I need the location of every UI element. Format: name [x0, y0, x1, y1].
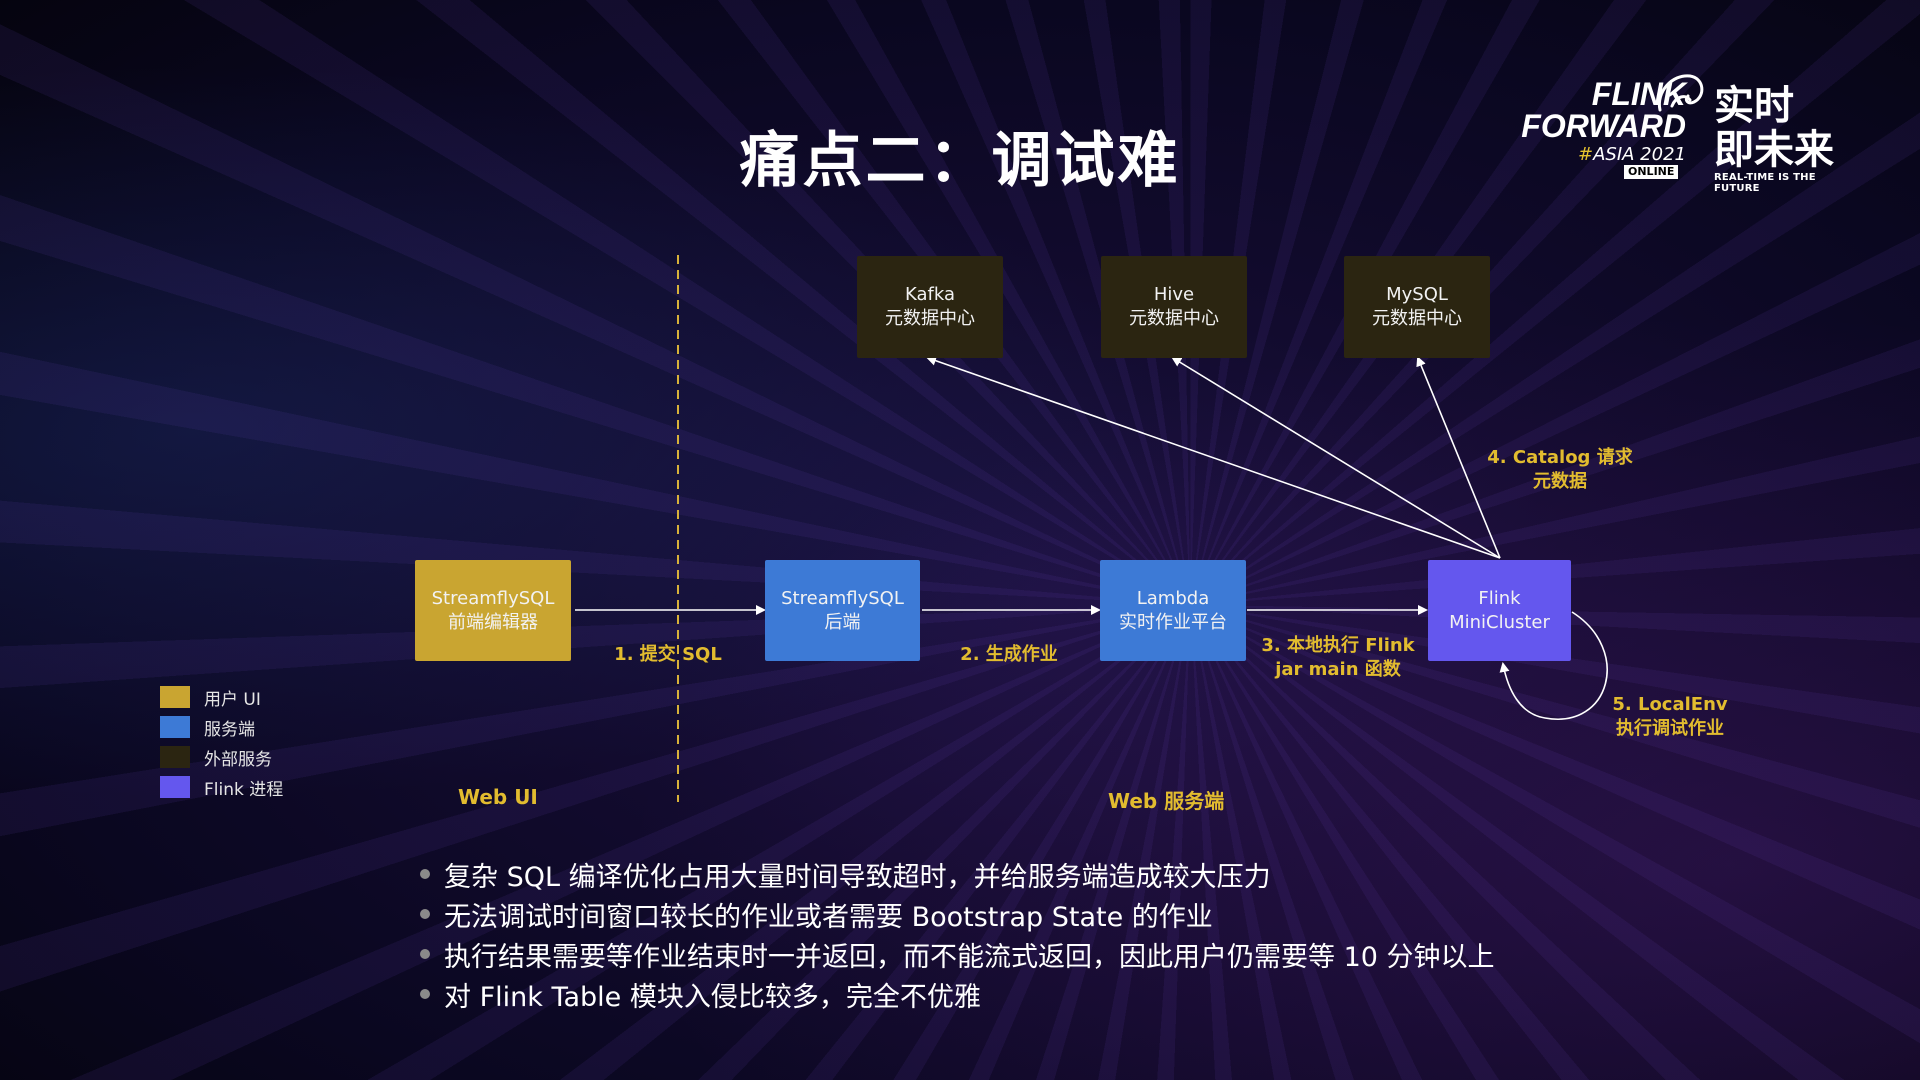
hive-box-title: Hive — [1153, 284, 1195, 305]
bullet-dot-icon — [420, 909, 430, 919]
list-item: 执行结果需要等作业结束时一并返回，而不能流式返回，因此用户仍需要等 10 分钟以… — [420, 934, 1495, 974]
frontend-box-title: StreamflySQL — [431, 587, 555, 609]
step3-line2: jar main 函数 — [1275, 659, 1401, 680]
flink-box-subtitle: MiniCluster — [1449, 611, 1550, 633]
list-item: 对 Flink Table 模块入侵比较多，完全不优雅 — [420, 974, 1495, 1014]
streamflysql-backend-box: StreamflySQL 后端 — [765, 560, 920, 661]
step2-label: 2. 生成作业 — [960, 644, 1058, 665]
zone-label-web-ui: Web UI — [458, 785, 538, 809]
legend-label: 服务端 — [204, 719, 255, 740]
bullet-dot-icon — [420, 869, 430, 879]
legend-label: Flink 进程 — [204, 779, 284, 800]
hive-box-subtitle: 元数据中心 — [1129, 308, 1219, 329]
frontend-box-subtitle: 前端编辑器 — [448, 611, 538, 633]
logo-online-badge: ONLINE — [1624, 165, 1679, 179]
legend-swatch-external — [160, 746, 190, 768]
step3-line1: 3. 本地执行 Flink — [1261, 635, 1415, 656]
mysql-box-subtitle: 元数据中心 — [1372, 308, 1462, 329]
kafka-metadata-box: Kafka 元数据中心 — [857, 256, 1003, 358]
legend-swatch-server — [160, 716, 190, 738]
step1-label: 1. 提交 SQL — [614, 644, 722, 665]
backend-box-title: StreamflySQL — [781, 587, 904, 609]
logo-hash: # — [1578, 144, 1594, 165]
kafka-box-subtitle: 元数据中心 — [885, 308, 975, 329]
step5-label: 5. LocalEnv 执行调试作业 — [1600, 693, 1740, 741]
logo-tagline: REAL-TIME IS THE FUTURE — [1714, 172, 1816, 194]
legend-swatch-flink — [160, 776, 190, 798]
flink-box-title: Flink — [1478, 587, 1521, 609]
arrow-flink-to-kafka — [926, 355, 1501, 559]
bullet-text: 执行结果需要等作业结束时一并返回，而不能流式返回，因此用户仍需要等 10 分钟以… — [444, 941, 1495, 973]
pain-points-list: 复杂 SQL 编译优化占用大量时间导致超时，并给服务端造成较大压力 无法调试时间… — [420, 854, 1495, 1014]
lambda-platform-box: Lambda 实时作业平台 — [1100, 560, 1246, 661]
legend-item-user-ui: 用户 UI — [160, 682, 283, 712]
mysql-box-title: MySQL — [1386, 284, 1448, 305]
legend-swatch-user-ui — [160, 686, 190, 708]
step4-label: 4. Catalog 请求 元数据 — [1480, 446, 1640, 494]
legend: 用户 UI 服务端 外部服务 Flink 进程 — [160, 682, 283, 802]
legend-item-external: 外部服务 — [160, 742, 283, 772]
backend-box-subtitle: 后端 — [824, 611, 861, 633]
lambda-box-title: Lambda — [1136, 587, 1210, 609]
logo-asia-2021: #ASIA 2021 — [1560, 144, 1686, 165]
logo-asia-text: ASIA 2021 — [1593, 144, 1686, 165]
logo-line-forward: FORWARD — [1521, 108, 1686, 144]
arrow-flink-to-mysql — [1416, 356, 1501, 559]
flink-forward-logo: FLINK FORWARD #ASIA 2021 ONLINE 实时 即未来 R… — [1500, 68, 1850, 194]
lambda-box-subtitle: 实时作业平台 — [1119, 611, 1227, 633]
hive-metadata-box: Hive 元数据中心 — [1101, 256, 1247, 358]
legend-item-server: 服务端 — [160, 712, 283, 742]
logo-chinese-slogan: 实时 即未来 — [1714, 84, 1834, 172]
bullet-text: 对 Flink Table 模块入侵比较多，完全不优雅 — [444, 981, 981, 1013]
zone-label-web-server: Web 服务端 — [1108, 789, 1225, 813]
arrow-flink-to-hive — [1171, 356, 1501, 559]
bullet-dot-icon — [420, 949, 430, 959]
legend-label: 用户 UI — [204, 689, 261, 710]
list-item: 复杂 SQL 编译优化占用大量时间导致超时，并给服务端造成较大压力 — [420, 854, 1495, 894]
squirrel-icon — [1657, 74, 1704, 112]
step5-line2: 执行调试作业 — [1616, 718, 1724, 739]
arrow-flink-self-loop — [1499, 611, 1608, 721]
bullet-text: 无法调试时间窗口较长的作业或者需要 Bootstrap State 的作业 — [444, 901, 1213, 933]
streamflysql-frontend-box: StreamflySQL 前端编辑器 — [415, 560, 571, 661]
logo-cn-line2: 即未来 — [1714, 127, 1834, 173]
bullet-dot-icon — [420, 989, 430, 999]
mysql-metadata-box: MySQL 元数据中心 — [1344, 256, 1490, 358]
logo-cn-line1: 实时 — [1714, 83, 1794, 129]
legend-item-flink: Flink 进程 — [160, 772, 283, 802]
list-item: 无法调试时间窗口较长的作业或者需要 Bootstrap State 的作业 — [420, 894, 1495, 934]
flink-minicluster-box: Flink MiniCluster — [1428, 560, 1571, 661]
logo-wordmark: FLINK FORWARD — [1520, 78, 1686, 142]
kafka-box-title: Kafka — [905, 284, 955, 305]
step4-line1: 4. Catalog 请求 — [1487, 447, 1633, 468]
bullet-text: 复杂 SQL 编译优化占用大量时间导致超时，并给服务端造成较大压力 — [444, 861, 1271, 893]
step3-label: 3. 本地执行 Flink jar main 函数 — [1250, 634, 1426, 682]
step5-line1: 5. LocalEnv — [1612, 694, 1728, 715]
legend-label: 外部服务 — [204, 749, 272, 770]
page-title: 痛点二：调试难 — [739, 126, 1181, 196]
step4-line2: 元数据 — [1533, 471, 1587, 492]
